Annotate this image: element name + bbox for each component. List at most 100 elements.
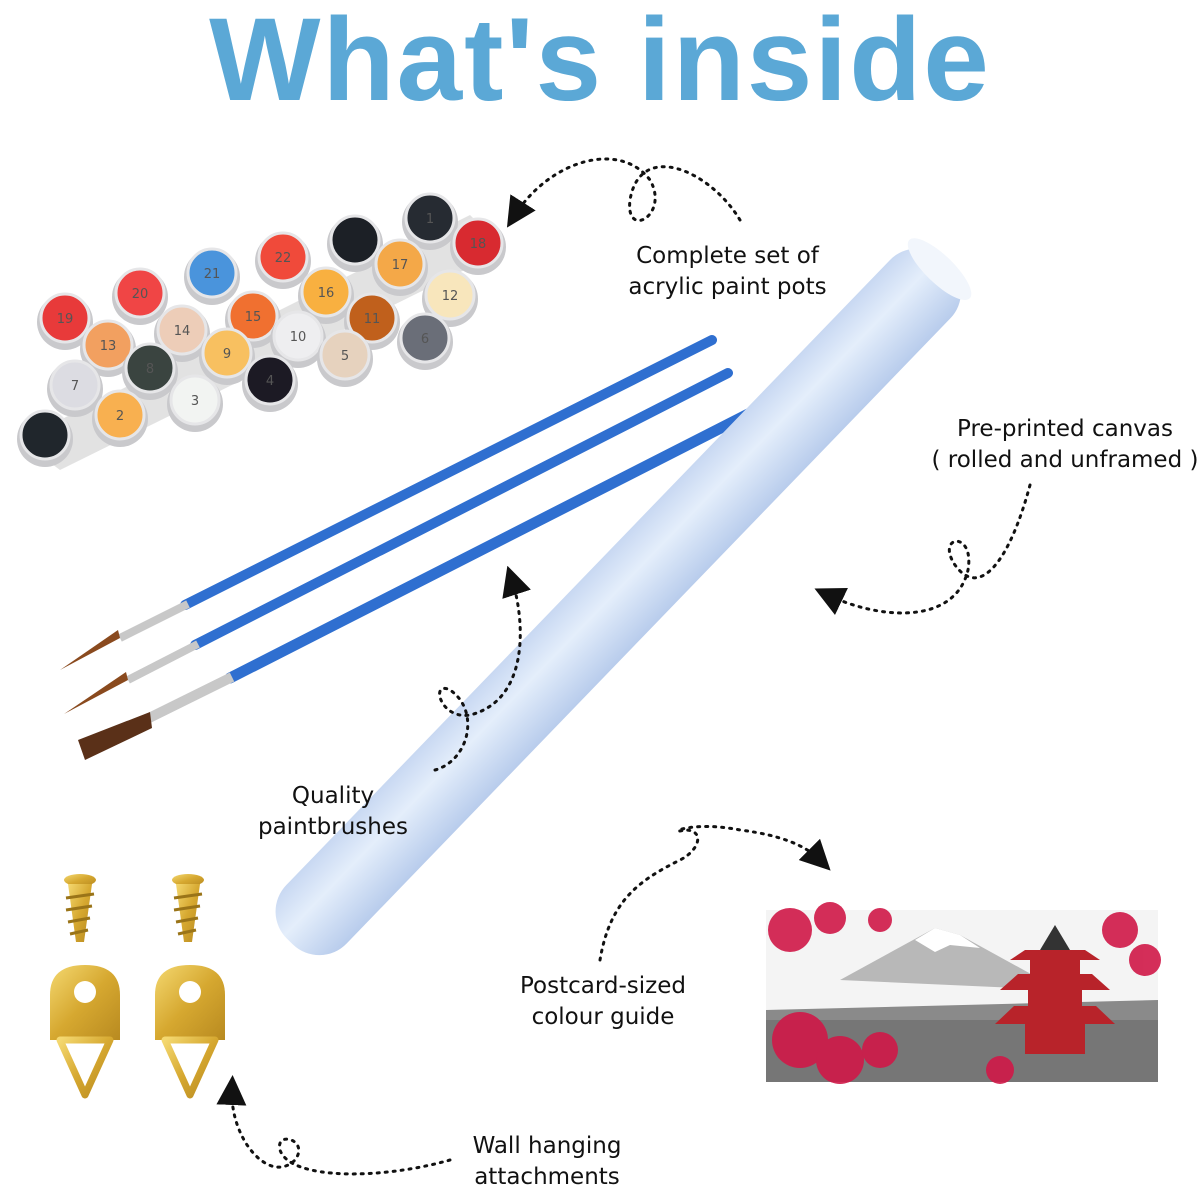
label-line: colour guide bbox=[531, 1004, 675, 1030]
paint-pot: 12 bbox=[422, 269, 478, 327]
paintbrush bbox=[60, 335, 717, 670]
d-ring-hanger bbox=[155, 965, 225, 1099]
paint-pot-paint bbox=[39, 292, 91, 344]
paint-pot-paint bbox=[244, 354, 296, 406]
paint-pot-number: 5 bbox=[341, 349, 349, 364]
paint-pot-paint bbox=[114, 267, 166, 319]
label-colour-guide: Postcard-sized colour guide bbox=[493, 971, 713, 1033]
paint-pot: 4 bbox=[242, 354, 298, 412]
label-line: paintbrushes bbox=[257, 814, 408, 840]
label-hanging: Wall hanging attachments bbox=[447, 1131, 647, 1193]
paint-pot-number: 15 bbox=[245, 310, 262, 325]
wall-hanging-attachments bbox=[50, 874, 225, 1099]
paint-pot-paint bbox=[19, 409, 71, 461]
d-ring-hanger bbox=[50, 965, 120, 1099]
paint-pot-paint bbox=[257, 231, 309, 283]
paint-pot-paint bbox=[329, 214, 381, 266]
label-line: Postcard-sized bbox=[519, 973, 686, 999]
paintbrush bbox=[64, 368, 733, 714]
paint-pot: 22 bbox=[255, 231, 311, 289]
paint-pot-paint bbox=[452, 217, 504, 269]
paint-pot-paint bbox=[374, 238, 426, 290]
paint-pot: 16 bbox=[298, 266, 354, 324]
paint-pot-number: 10 bbox=[290, 330, 307, 345]
paint-pot-paint bbox=[346, 292, 398, 344]
paint-pot-number: 19 bbox=[57, 312, 74, 327]
paint-pot: 5 bbox=[317, 329, 373, 387]
paint-pot-paint bbox=[94, 389, 146, 441]
page-title: What's inside bbox=[209, 0, 991, 126]
paint-pot-number: 20 bbox=[132, 287, 149, 302]
arrow-canvas bbox=[814, 483, 1032, 616]
paint-pot-number: 6 bbox=[421, 332, 429, 347]
paint-pot-number: 1 bbox=[426, 212, 434, 227]
paint-pot-number: 22 bbox=[275, 251, 292, 266]
paint-pot-paint bbox=[404, 192, 456, 244]
paint-pot: 18 bbox=[450, 217, 506, 275]
paint-pot-number: 11 bbox=[364, 312, 381, 327]
paint-pots: 19 20 21 22 1 18 13 14 15 16 17 12 8 9 10 11 6 7 3 4 5 2 bbox=[17, 192, 506, 467]
paint-pot-paint bbox=[399, 312, 451, 364]
paint-pot: 2 bbox=[92, 389, 148, 447]
paint-pot-number: 3 bbox=[191, 394, 199, 409]
rolled-canvas bbox=[275, 238, 972, 956]
paint-pot-paint bbox=[319, 329, 371, 381]
paint-pot-paint bbox=[227, 290, 279, 342]
paint-pot-number: 4 bbox=[266, 374, 274, 389]
colour-guide-postcard bbox=[766, 902, 1161, 1084]
paint-pot-number: 21 bbox=[204, 267, 221, 282]
paint-pot-paint bbox=[156, 304, 208, 356]
paint-pot: 6 bbox=[397, 312, 453, 370]
paint-pot: 17 bbox=[372, 238, 428, 296]
arrow-paint-pots bbox=[506, 157, 742, 228]
paint-pot: 10 bbox=[270, 310, 326, 368]
paint-pot-number: 8 bbox=[146, 362, 154, 377]
label-line: Complete set of bbox=[636, 243, 819, 269]
paint-pot: 13 bbox=[80, 319, 136, 377]
paint-pot: 14 bbox=[154, 304, 210, 362]
paint-pot: 7 bbox=[47, 359, 103, 417]
pagoda bbox=[995, 925, 1115, 1054]
paint-pot: 19 bbox=[37, 292, 93, 350]
paint-pot-number: 9 bbox=[223, 347, 231, 362]
paint-pot: 1 bbox=[402, 192, 458, 250]
paint-pot-paint bbox=[424, 269, 476, 321]
label-paint-pots: Complete set of acrylic paint pots bbox=[600, 241, 855, 303]
paint-pot: 21 bbox=[184, 247, 240, 305]
paint-pot-paint bbox=[49, 359, 101, 411]
paint-pot-number: 2 bbox=[116, 409, 124, 424]
paint-pot-number: 17 bbox=[392, 258, 409, 273]
label-line: Quality bbox=[291, 783, 375, 809]
paint-pot-number: 7 bbox=[71, 379, 79, 394]
paint-pot-paint bbox=[186, 247, 238, 299]
screw bbox=[172, 874, 204, 942]
paint-pot: 20 bbox=[112, 267, 168, 325]
label-line: acrylic paint pots bbox=[628, 274, 827, 300]
paint-pot-number: 13 bbox=[100, 339, 117, 354]
paint-pot: 9 bbox=[199, 327, 255, 385]
paint-pot-paint bbox=[272, 310, 324, 362]
arrow-colour-guide bbox=[598, 824, 831, 962]
paint-pot-number: 18 bbox=[470, 237, 487, 252]
label-line: Wall hanging bbox=[472, 1133, 622, 1159]
paint-pot bbox=[17, 409, 73, 467]
screw bbox=[64, 874, 96, 942]
label-brushes: Quality paintbrushes bbox=[243, 781, 423, 843]
paint-pot: 3 bbox=[167, 374, 223, 432]
paint-pot bbox=[327, 214, 383, 272]
label-line: Pre-printed canvas bbox=[957, 416, 1173, 442]
paint-pot-paint bbox=[300, 266, 352, 318]
paintbrushes bbox=[60, 335, 766, 760]
arrow-brushes bbox=[433, 565, 531, 772]
paint-pot: 8 bbox=[122, 342, 178, 400]
paintbrush bbox=[78, 402, 766, 760]
label-line: ( rolled and unframed ) bbox=[931, 447, 1199, 473]
paint-pot-paint bbox=[82, 319, 134, 371]
paint-pot-paint bbox=[169, 374, 221, 426]
paint-pot-number: 12 bbox=[442, 289, 459, 304]
paint-pot-number: 14 bbox=[174, 324, 191, 339]
paint-pot-number: 16 bbox=[318, 286, 335, 301]
label-line: attachments bbox=[474, 1164, 620, 1190]
paint-pot-paint bbox=[124, 342, 176, 394]
